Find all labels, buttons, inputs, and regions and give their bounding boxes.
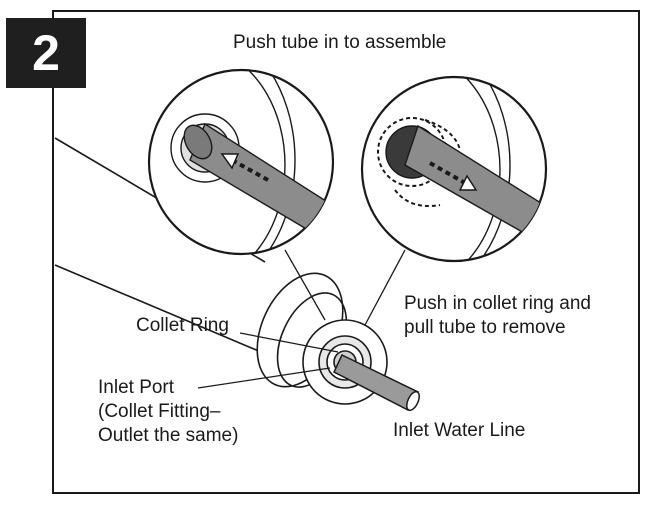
- collet-push-arrows: [394, 119, 461, 207]
- inlet-port-line-2: (Collet Fitting–: [98, 401, 221, 422]
- collet-ring-label: Collet Ring: [136, 315, 229, 336]
- inlet-port-line-3: Outlet the same): [98, 425, 239, 446]
- remove-instruction-line-2: pull tube to remove: [404, 317, 566, 338]
- pull-out-arrow: [429, 161, 478, 191]
- inlet-port-line-1: Inlet Port: [98, 377, 175, 398]
- detail-callout-lines: [284, 249, 406, 326]
- inlet-tube: [333, 353, 420, 412]
- diagram-title: Push tube in to assemble: [233, 32, 447, 53]
- label-leaders: [197, 332, 339, 389]
- inlet-port-label: Inlet Port (Collet Fitting– Outlet the s…: [98, 376, 238, 448]
- step-number-badge: 2: [6, 18, 86, 88]
- detail-circle-remove: [360, 75, 548, 263]
- push-in-arrow: [220, 153, 269, 182]
- remove-instruction-label: Push in collet ring and pull tube to rem…: [404, 292, 591, 340]
- diagram-frame: [52, 10, 640, 494]
- detail-circle-assemble: [147, 68, 335, 256]
- remove-instruction-line-1: Push in collet ring and: [404, 293, 591, 314]
- inlet-water-line-label: Inlet Water Line: [393, 420, 526, 441]
